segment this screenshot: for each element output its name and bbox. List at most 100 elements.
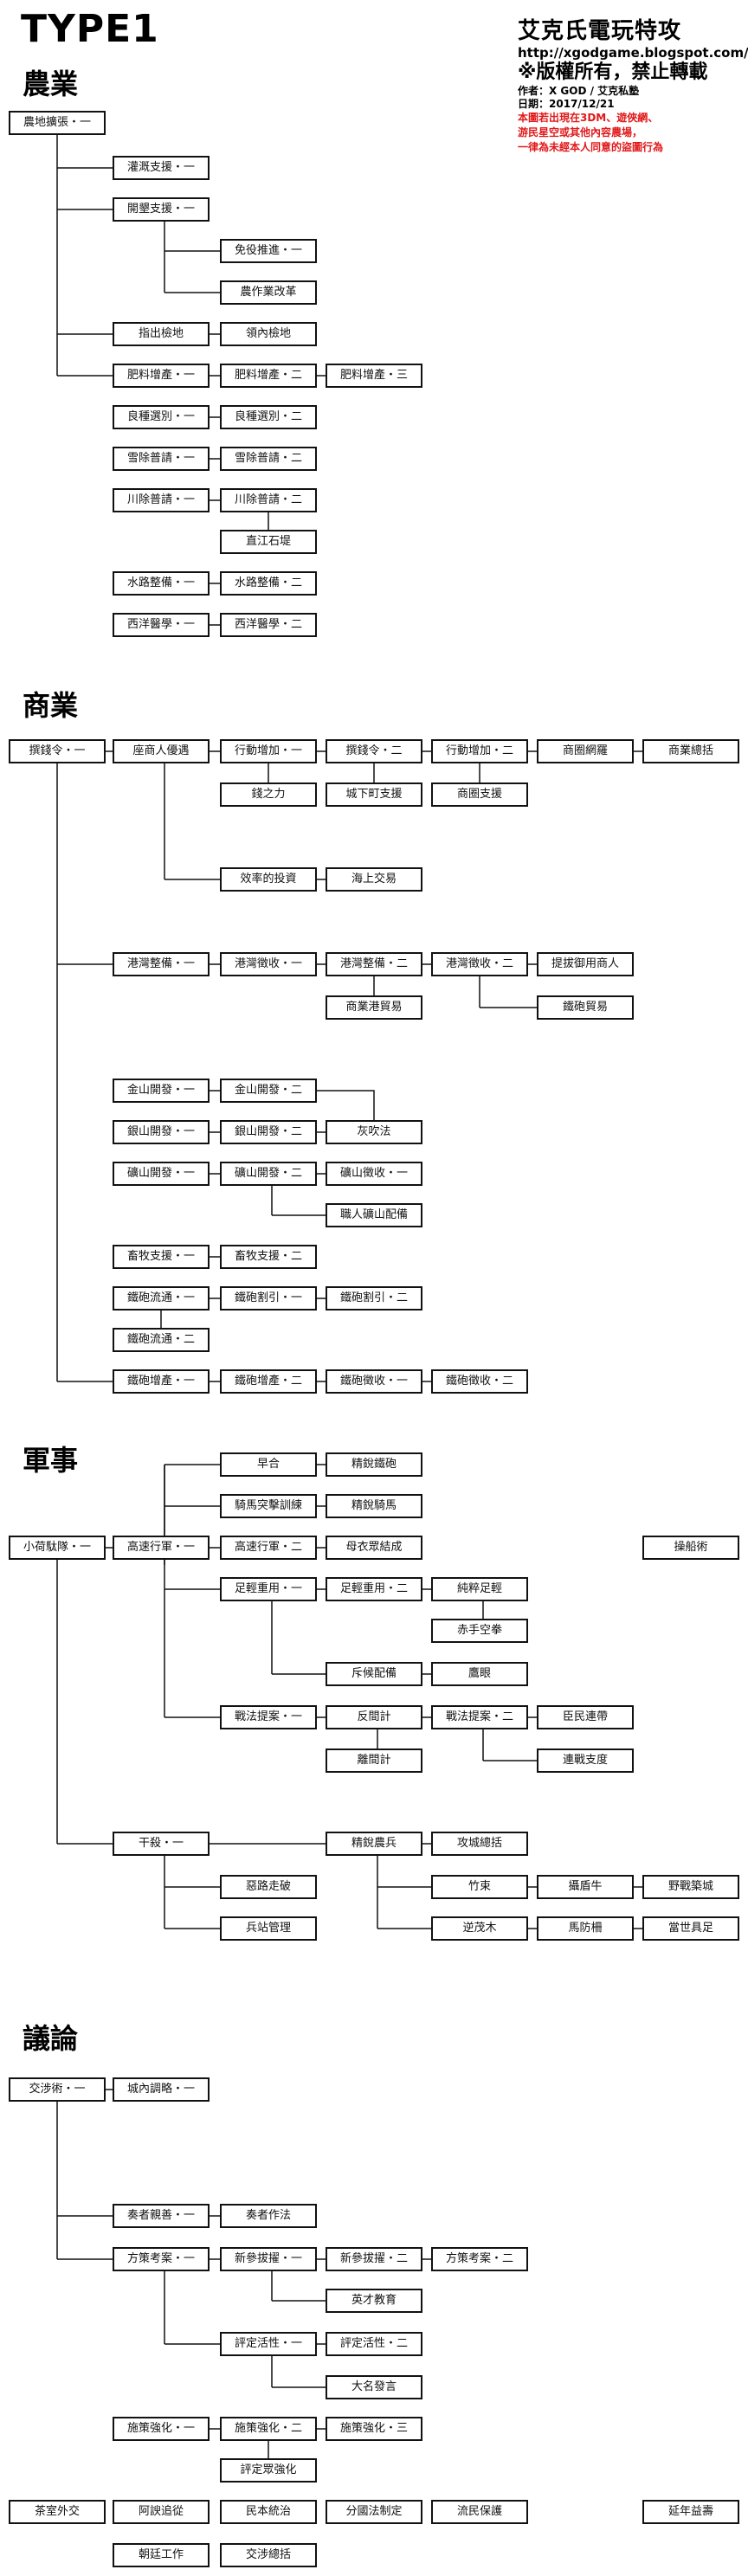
skill-node-d18: 阿諛追從 — [113, 2500, 210, 2524]
skill-node-m24: 攻城總括 — [431, 1832, 528, 1856]
skill-node-m12: 純粹足輕 — [431, 1577, 528, 1601]
skill-node-c17: 提拔御用商人 — [537, 952, 634, 976]
skill-node-a18: 水路整備・一 — [113, 571, 210, 596]
skill-node-d10: 評定活性・一 — [220, 2332, 317, 2356]
skill-node-c11: 效率的投資 — [220, 867, 317, 892]
brand-title: 艾克氏電玩特攻 — [518, 18, 682, 44]
skill-node-c28: 職人礦山配備 — [326, 1203, 422, 1227]
skill-node-a9: 肥料增產・二 — [220, 364, 317, 388]
skill-node-c21: 金山開發・二 — [220, 1079, 317, 1103]
section-title-military: 軍事 — [23, 1444, 79, 1477]
skill-node-a17: 直江石堤 — [220, 530, 317, 554]
skill-node-a14: 雪除普請・二 — [220, 447, 317, 471]
skill-node-c6: 商圈網羅 — [537, 739, 634, 763]
section-title-diplomacy: 議論 — [23, 2022, 79, 2055]
skill-node-d6: 新參拔擢・一 — [220, 2247, 317, 2271]
skill-node-d2: 城內調略・一 — [113, 2077, 210, 2102]
skill-node-c23: 銀山開發・二 — [220, 1120, 317, 1144]
skill-node-a7: 領內檢地 — [220, 322, 317, 346]
page-title: TYPE1 — [21, 7, 159, 51]
skill-node-m21: 連戰支度 — [537, 1748, 634, 1773]
skill-node-c15: 港灣整備・二 — [326, 952, 422, 976]
skill-node-c18: 商業港貿易 — [326, 995, 422, 1020]
skill-node-c29: 畜牧支援・一 — [113, 1245, 210, 1269]
skill-node-m17: 反間計 — [326, 1705, 422, 1729]
skill-node-d8: 方策考案・二 — [431, 2247, 528, 2271]
skill-node-c34: 鐵砲流通・二 — [113, 1328, 210, 1352]
skill-node-c25: 礦山開發・一 — [113, 1162, 210, 1186]
skill-node-c19: 鐵砲貿易 — [537, 995, 634, 1020]
skill-node-d15: 施策強化・三 — [326, 2417, 422, 2441]
skill-node-d9: 英才教育 — [326, 2289, 422, 2313]
skill-node-c30: 畜牧支援・二 — [220, 1245, 317, 1269]
skill-node-c35: 鐵砲增產・一 — [113, 1369, 210, 1394]
skill-node-a12: 良種選別・二 — [220, 405, 317, 429]
skill-node-m6: 高速行軍・一 — [113, 1536, 210, 1560]
skill-node-c14: 港灣徵收・一 — [220, 952, 317, 976]
skill-node-m16: 戰法提案・一 — [220, 1705, 317, 1729]
skill-node-a11: 良種選別・一 — [113, 405, 210, 429]
skill-node-a20: 西洋醫學・一 — [113, 613, 210, 637]
skill-node-a13: 雪除普請・一 — [113, 447, 210, 471]
skill-node-d3: 奏者親善・一 — [113, 2204, 210, 2228]
skill-node-d20: 分國法制定 — [326, 2500, 422, 2524]
blog-url[interactable]: http://xgodgame.blogspot.com/ — [518, 45, 748, 61]
warning-line-3: 一律為未經本人同意的盜圖行為 — [518, 141, 664, 153]
warning-line-2: 游民星空或其他內容農場， — [518, 126, 643, 138]
skill-node-m31: 馬防柵 — [537, 1916, 634, 1941]
skill-node-m11: 足輕重用・二 — [326, 1577, 422, 1601]
skill-node-m18: 戰法提案・二 — [431, 1705, 528, 1729]
copyright-notice: ※版權所有，禁止轉載 — [518, 61, 708, 83]
date-line: 日期：2017/12/21 — [518, 98, 615, 110]
skill-node-c3: 行動增加・一 — [220, 739, 317, 763]
skill-node-c1: 撰錢令・一 — [9, 739, 106, 763]
skill-node-d19: 民本統治 — [220, 2500, 317, 2524]
skill-node-m2: 早合 — [220, 1452, 317, 1477]
skill-node-c10: 商圈支援 — [431, 782, 528, 807]
skill-node-c2: 座商人優遇 — [113, 739, 210, 763]
skill-node-d12: 大名發言 — [326, 2375, 422, 2399]
skill-node-m28: 野戰築城 — [642, 1875, 739, 1899]
skill-node-d14: 施策強化・二 — [220, 2417, 317, 2441]
skill-node-d4: 奏者作法 — [220, 2204, 317, 2228]
skill-node-m30: 逆茂木 — [431, 1916, 528, 1941]
section-title-commerce: 商業 — [23, 689, 79, 722]
skill-node-c12: 海上交易 — [326, 867, 422, 892]
skill-node-c8: 錢之力 — [220, 782, 317, 807]
section-title-agriculture: 農業 — [23, 68, 79, 100]
skill-node-c37: 鐵砲徵收・一 — [326, 1369, 422, 1394]
skill-node-m4: 騎馬突擊訓練 — [220, 1494, 317, 1518]
skill-node-m10: 足輕重用・一 — [220, 1577, 317, 1601]
skill-node-d22: 延年益壽 — [642, 2500, 739, 2524]
skill-node-a2: 灌溉支援・一 — [113, 156, 210, 180]
skill-node-m13: 赤手空拳 — [431, 1619, 528, 1643]
skill-node-d11: 評定活性・二 — [326, 2332, 422, 2356]
skill-node-d13: 施策強化・一 — [113, 2417, 210, 2441]
skill-node-c24: 灰吹法 — [326, 1120, 422, 1144]
skill-node-c27: 礦山徵收・一 — [326, 1162, 422, 1186]
skill-node-m7: 高速行軍・二 — [220, 1536, 317, 1560]
skill-node-c9: 城下町支援 — [326, 782, 422, 807]
skill-node-m20: 離間計 — [326, 1748, 422, 1773]
skill-node-m3: 精銳鐵砲 — [326, 1452, 422, 1477]
skill-node-c32: 鐵砲割引・一 — [220, 1286, 317, 1311]
skill-node-m25: 惡路走破 — [220, 1875, 317, 1899]
skill-node-m5: 精銳騎馬 — [326, 1494, 422, 1518]
skill-node-a4: 免役推進・一 — [220, 239, 317, 263]
skill-node-m9: 操船術 — [642, 1536, 739, 1560]
connector-42 — [317, 1090, 375, 1120]
skill-node-m8: 母衣眾結成 — [326, 1536, 422, 1560]
skill-node-m19: 臣民連帶 — [537, 1705, 634, 1729]
skill-node-d23: 朝廷工作 — [113, 2543, 210, 2567]
skill-node-c13: 港灣整備・一 — [113, 952, 210, 976]
warning-line-1: 本圖若出現在3DM、遊俠網、 — [518, 112, 659, 124]
skill-node-a1: 農地擴張・一 — [9, 111, 106, 135]
skill-node-m27: 攝盾牛 — [537, 1875, 634, 1899]
info-block: 艾克氏電玩特攻 http://xgodgame.blogspot.com/ ※版… — [518, 17, 748, 155]
skill-node-a21: 西洋醫學・二 — [220, 613, 317, 637]
skill-node-a6: 指出檢地 — [113, 322, 210, 346]
skill-node-c22: 銀山開發・一 — [113, 1120, 210, 1144]
skill-node-d24: 交涉總括 — [220, 2543, 317, 2567]
skill-node-d5: 方策考案・一 — [113, 2247, 210, 2271]
